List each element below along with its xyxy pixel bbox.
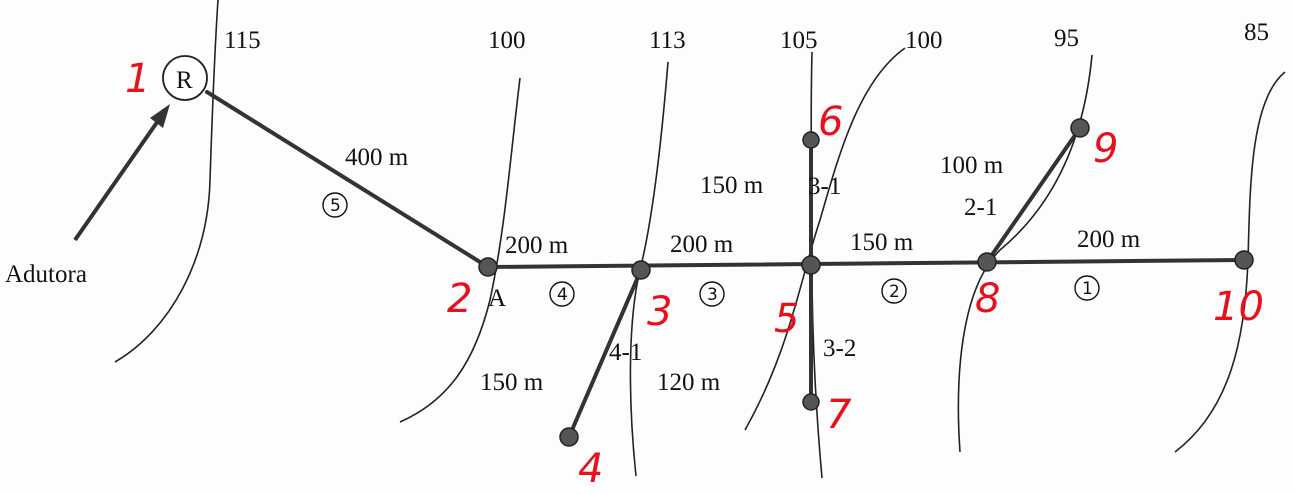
contour-100-b	[744, 47, 906, 431]
reservoir-circle	[162, 55, 208, 101]
contour-115	[114, 0, 219, 363]
elevation-105: 105	[780, 27, 818, 54]
elevation-100-b: 100	[905, 27, 943, 54]
pipe-2-1	[985, 126, 1082, 264]
reservoir-label: R	[176, 67, 193, 94]
red-number-8: 8	[975, 276, 1000, 322]
node-5	[801, 255, 821, 275]
segment-3-circle	[699, 281, 725, 307]
pipe-5	[205, 90, 490, 269]
red-number-7: 7	[826, 392, 852, 438]
adutora-arrow-line	[73, 116, 162, 242]
node-3	[631, 260, 651, 280]
elevation-115: 115	[224, 27, 261, 54]
length-2: 150 m	[850, 229, 914, 256]
red-number-9: 9	[1093, 126, 1118, 172]
segment-2-number: 2	[889, 282, 900, 302]
red-number-2: 2	[447, 276, 472, 322]
node-9	[1070, 118, 1090, 138]
branch-2-1: 2-1	[964, 194, 997, 221]
red-number-6: 6	[818, 99, 843, 145]
adutora-arrow-head	[150, 104, 170, 128]
red-number-3: 3	[647, 289, 672, 335]
node-10	[1234, 250, 1254, 270]
segment-1-number: 1	[1082, 279, 1093, 299]
node-7	[802, 393, 820, 411]
pipe-main	[486, 258, 1246, 269]
adutora-label: Adutora	[5, 261, 87, 288]
segment-3-number: 3	[707, 285, 718, 305]
elevation-113: 113	[649, 27, 686, 54]
length-5: 400 m	[345, 144, 409, 171]
segment-5-circle	[322, 192, 348, 218]
length-4-1: 150 m	[480, 369, 544, 396]
contour-95	[957, 54, 1093, 453]
node-a	[478, 257, 498, 277]
segment-1-circle	[1074, 275, 1100, 301]
node-4	[559, 427, 579, 447]
red-number-10: 10	[1213, 284, 1264, 330]
branch-4-1: 4-1	[609, 339, 642, 366]
elevation-85: 85	[1244, 19, 1269, 46]
length-3-1: 150 m	[700, 172, 764, 199]
length-3-2: 120 m	[657, 369, 721, 396]
elevation-95: 95	[1054, 25, 1079, 52]
length-3: 200 m	[670, 231, 734, 258]
node-8	[977, 252, 997, 272]
contour-100-a	[399, 77, 521, 423]
length-2-1: 100 m	[940, 152, 1004, 179]
segment-2-circle	[881, 278, 907, 304]
node-a-label: A	[488, 285, 506, 312]
branch-3-2: 3-2	[823, 335, 856, 362]
branch-3-1: 3-1	[808, 173, 841, 200]
segment-4-circle	[549, 281, 575, 307]
red-number-1: 1	[125, 56, 150, 102]
pipe-4-1	[567, 268, 643, 439]
segment-4-number: 4	[557, 285, 568, 305]
length-1: 200 m	[1077, 226, 1141, 253]
red-number-4: 4	[578, 446, 603, 492]
red-number-5: 5	[774, 296, 799, 342]
segment-5-number: 5	[330, 196, 341, 216]
node-6	[802, 131, 820, 149]
elevation-100-a: 100	[488, 27, 526, 54]
length-4: 200 m	[505, 232, 569, 259]
